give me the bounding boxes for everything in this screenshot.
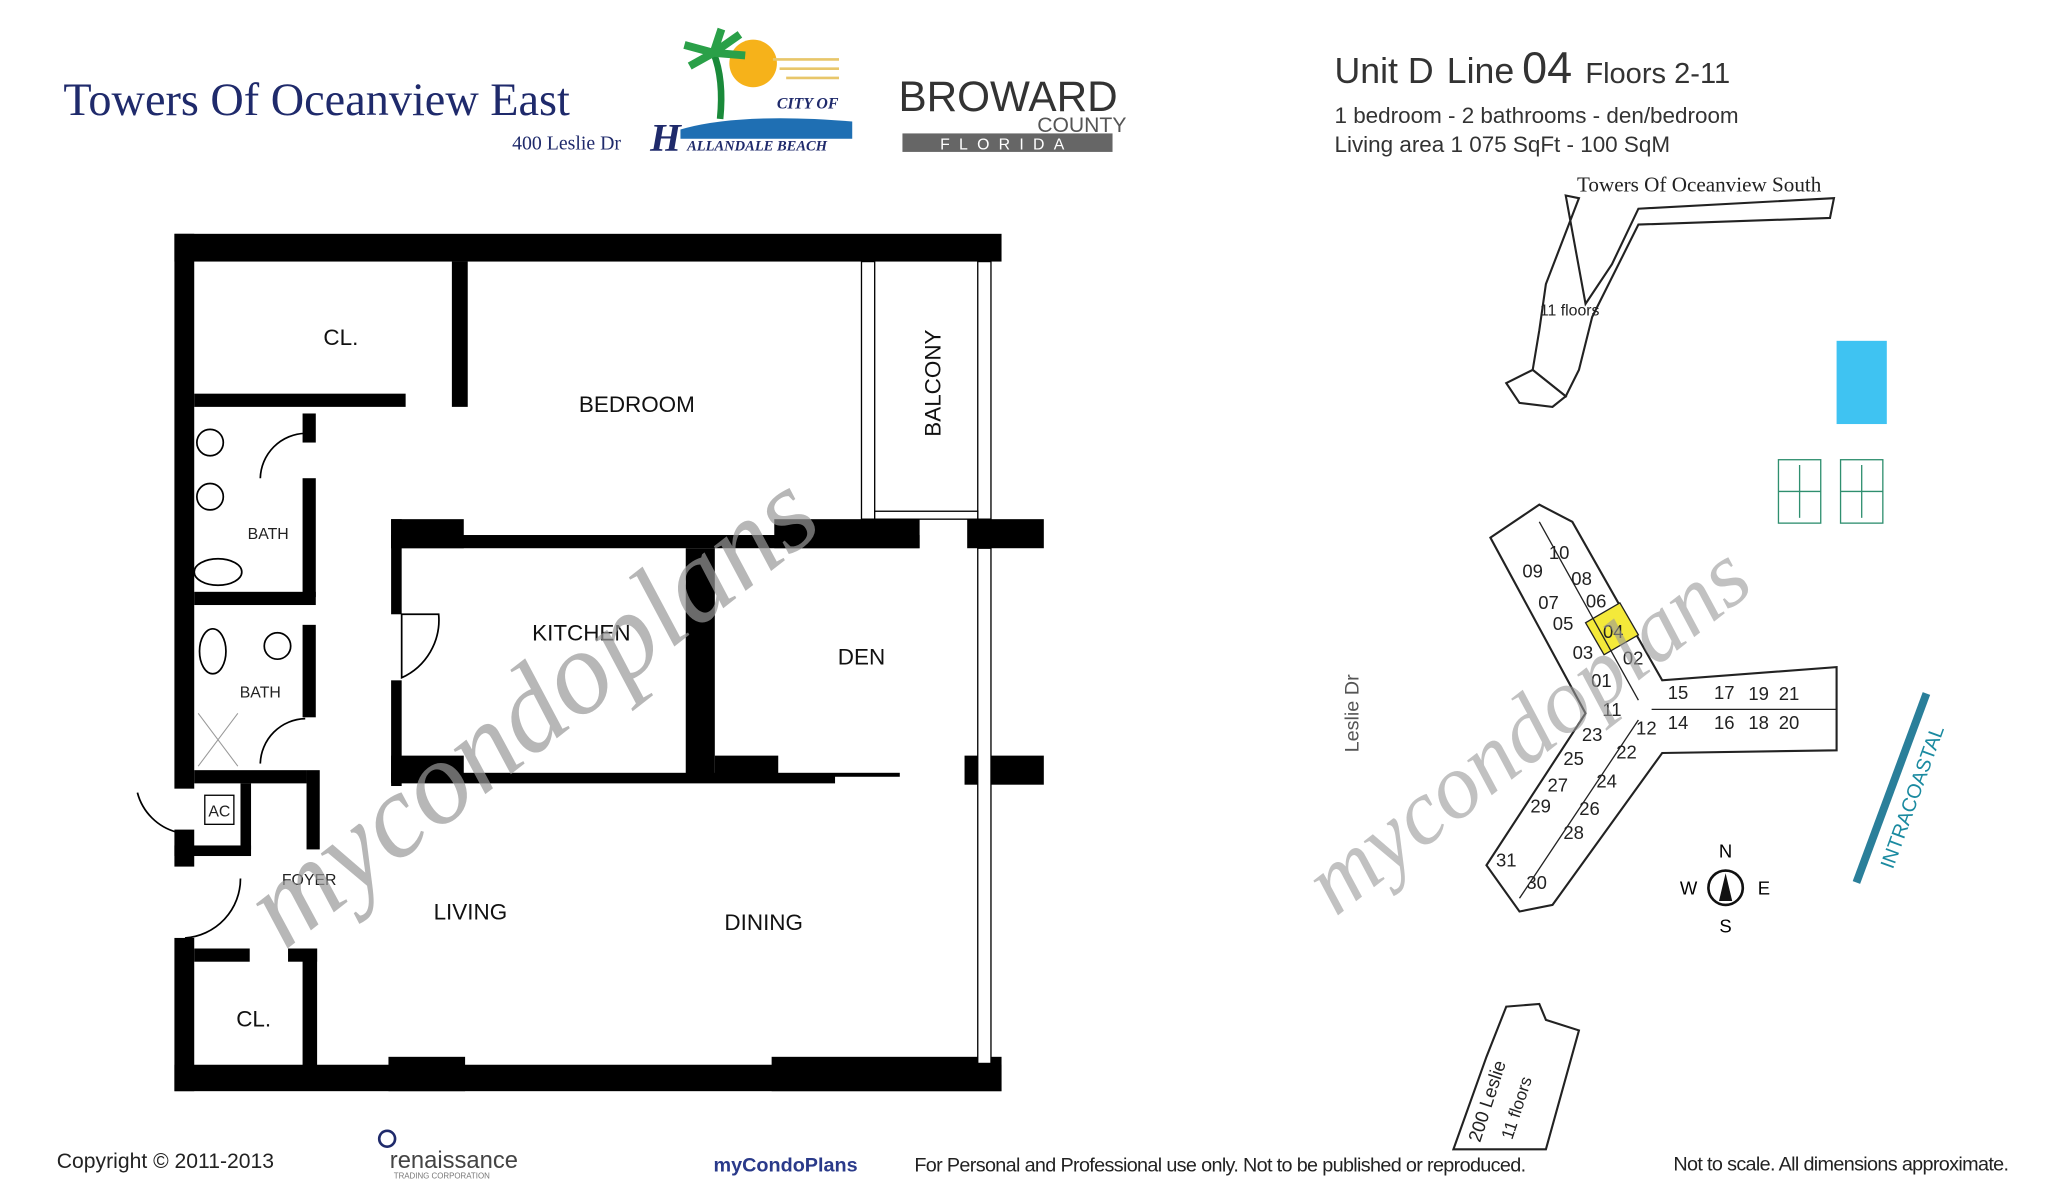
svg-text:W: W (1680, 877, 1698, 898)
unit-label: 06 (1586, 591, 1607, 612)
street-label: Leslie Dr (1341, 674, 1363, 753)
room-label-dining: DINING (724, 910, 803, 935)
mycondoplans-logo: myCondoPlans (713, 1155, 857, 1177)
unit-label: 11 (1602, 699, 1621, 720)
usage-notice: For Personal and Professional use only. … (914, 1155, 1525, 1177)
tennis-courts (1777, 459, 1884, 524)
unit-label: 27 (1548, 774, 1569, 795)
unit-label: 18 (1748, 712, 1769, 733)
svg-text:ALLANDALE BEACH: ALLANDALE BEACH (686, 139, 828, 155)
compass: N S E W (1680, 840, 1770, 936)
highlighted-unit (1584, 601, 1640, 656)
svg-text:S: S (1719, 916, 1731, 937)
broward-county-logo: BROWARD COUNTY FLORIDA (898, 73, 1126, 153)
unit-label: 22 (1616, 741, 1637, 762)
unit-label: 17 (1714, 682, 1735, 703)
south-building-floors: 11 floors (1540, 303, 1600, 320)
unit-label: 21 (1779, 683, 1800, 704)
unit-label: 29 (1530, 795, 1551, 816)
unit-label: 24 (1596, 770, 1617, 791)
room-label-closet: CL. (323, 325, 358, 350)
main-building: 10 09 08 07 06 05 04 03 02 01 11 15 17 19 21 14 16 18 20 12… (1485, 503, 1838, 913)
copyright: Copyright © 2011-2013 (57, 1150, 274, 1173)
room-label-bedroom: BEDROOM (579, 392, 695, 417)
floor-plan: CL. BEDROOM BALCONY BATH BATH KITCHEN DE… (136, 233, 1044, 1092)
unit-label: 12 (1636, 717, 1657, 738)
unit-label: 26 (1579, 798, 1600, 819)
building-title: Towers Of Oceanview East (63, 75, 570, 126)
svg-text:COUNTY: COUNTY (1037, 114, 1126, 137)
hallandale-beach-logo: CITY OF H ALLANDALE BEACH (649, 27, 853, 160)
unit-label: 01 (1591, 670, 1612, 691)
unit-label: 23 (1582, 724, 1603, 745)
unit-label: 30 (1526, 872, 1547, 893)
building-address: 400 Leslie Dr (512, 132, 621, 154)
line-label: Line (1447, 51, 1514, 91)
floors-label: Floors 2-11 (1585, 58, 1730, 90)
room-label-ac: AC (208, 803, 230, 820)
unit-label: 08 (1571, 568, 1592, 589)
unit-label: 09 (1522, 560, 1543, 581)
room-label-den: DEN (838, 644, 885, 669)
unit-label: 15 (1668, 682, 1689, 703)
unit-label: 31 (1496, 850, 1517, 871)
unit-label-highlighted: 04 (1603, 621, 1624, 642)
svg-text:E: E (1758, 877, 1770, 898)
unit-label: Unit D (1335, 51, 1434, 91)
unit-label: 03 (1573, 642, 1594, 663)
renaissance-logo: renaissance TRADING CORPORATION (377, 1129, 518, 1180)
unit-label: 07 (1538, 592, 1559, 613)
svg-text:TRADING CORPORATION: TRADING CORPORATION (394, 1171, 490, 1180)
unit-label: 05 (1553, 613, 1574, 634)
pool (1836, 340, 1887, 425)
unit-label: 25 (1563, 748, 1584, 769)
svg-text:BROWARD: BROWARD (898, 73, 1117, 120)
svg-text:N: N (1719, 840, 1732, 861)
unit-label: 19 (1748, 683, 1769, 704)
room-label-balcony: BALCONY (921, 329, 946, 436)
line-number: 04 (1522, 42, 1572, 93)
unit-label: 14 (1668, 712, 1689, 733)
svg-text:renaissance: renaissance (390, 1147, 518, 1174)
room-label-foyer: FOYER (282, 872, 337, 889)
room-label-bath: BATH (240, 685, 281, 702)
room-label-kitchen: KITCHEN (532, 621, 630, 646)
intracoastal-waterway (1852, 692, 1931, 884)
room-label-bath: BATH (248, 526, 289, 543)
south-building-label: Towers Of Oceanview South (1577, 173, 1822, 197)
unit-label: 10 (1549, 542, 1570, 563)
unit-label: 20 (1779, 712, 1800, 733)
room-label-closet: CL. (236, 1006, 271, 1031)
unit-rooms: 1 bedroom - 2 bathrooms - den/bedroom (1335, 103, 1739, 128)
unit-label: 16 (1714, 712, 1735, 733)
unit-area: Living area 1 075 SqFt - 100 SqM (1335, 132, 1671, 157)
svg-text:H: H (649, 116, 682, 160)
unit-label: 02 (1623, 647, 1644, 668)
scale-disclaimer: Not to scale. All dimensions approximate… (1673, 1153, 2008, 1175)
room-label-living: LIVING (434, 899, 508, 924)
svg-text:FLORIDA: FLORIDA (940, 136, 1073, 153)
unit-label: 28 (1563, 822, 1584, 843)
svg-text:CITY OF: CITY OF (777, 95, 839, 112)
